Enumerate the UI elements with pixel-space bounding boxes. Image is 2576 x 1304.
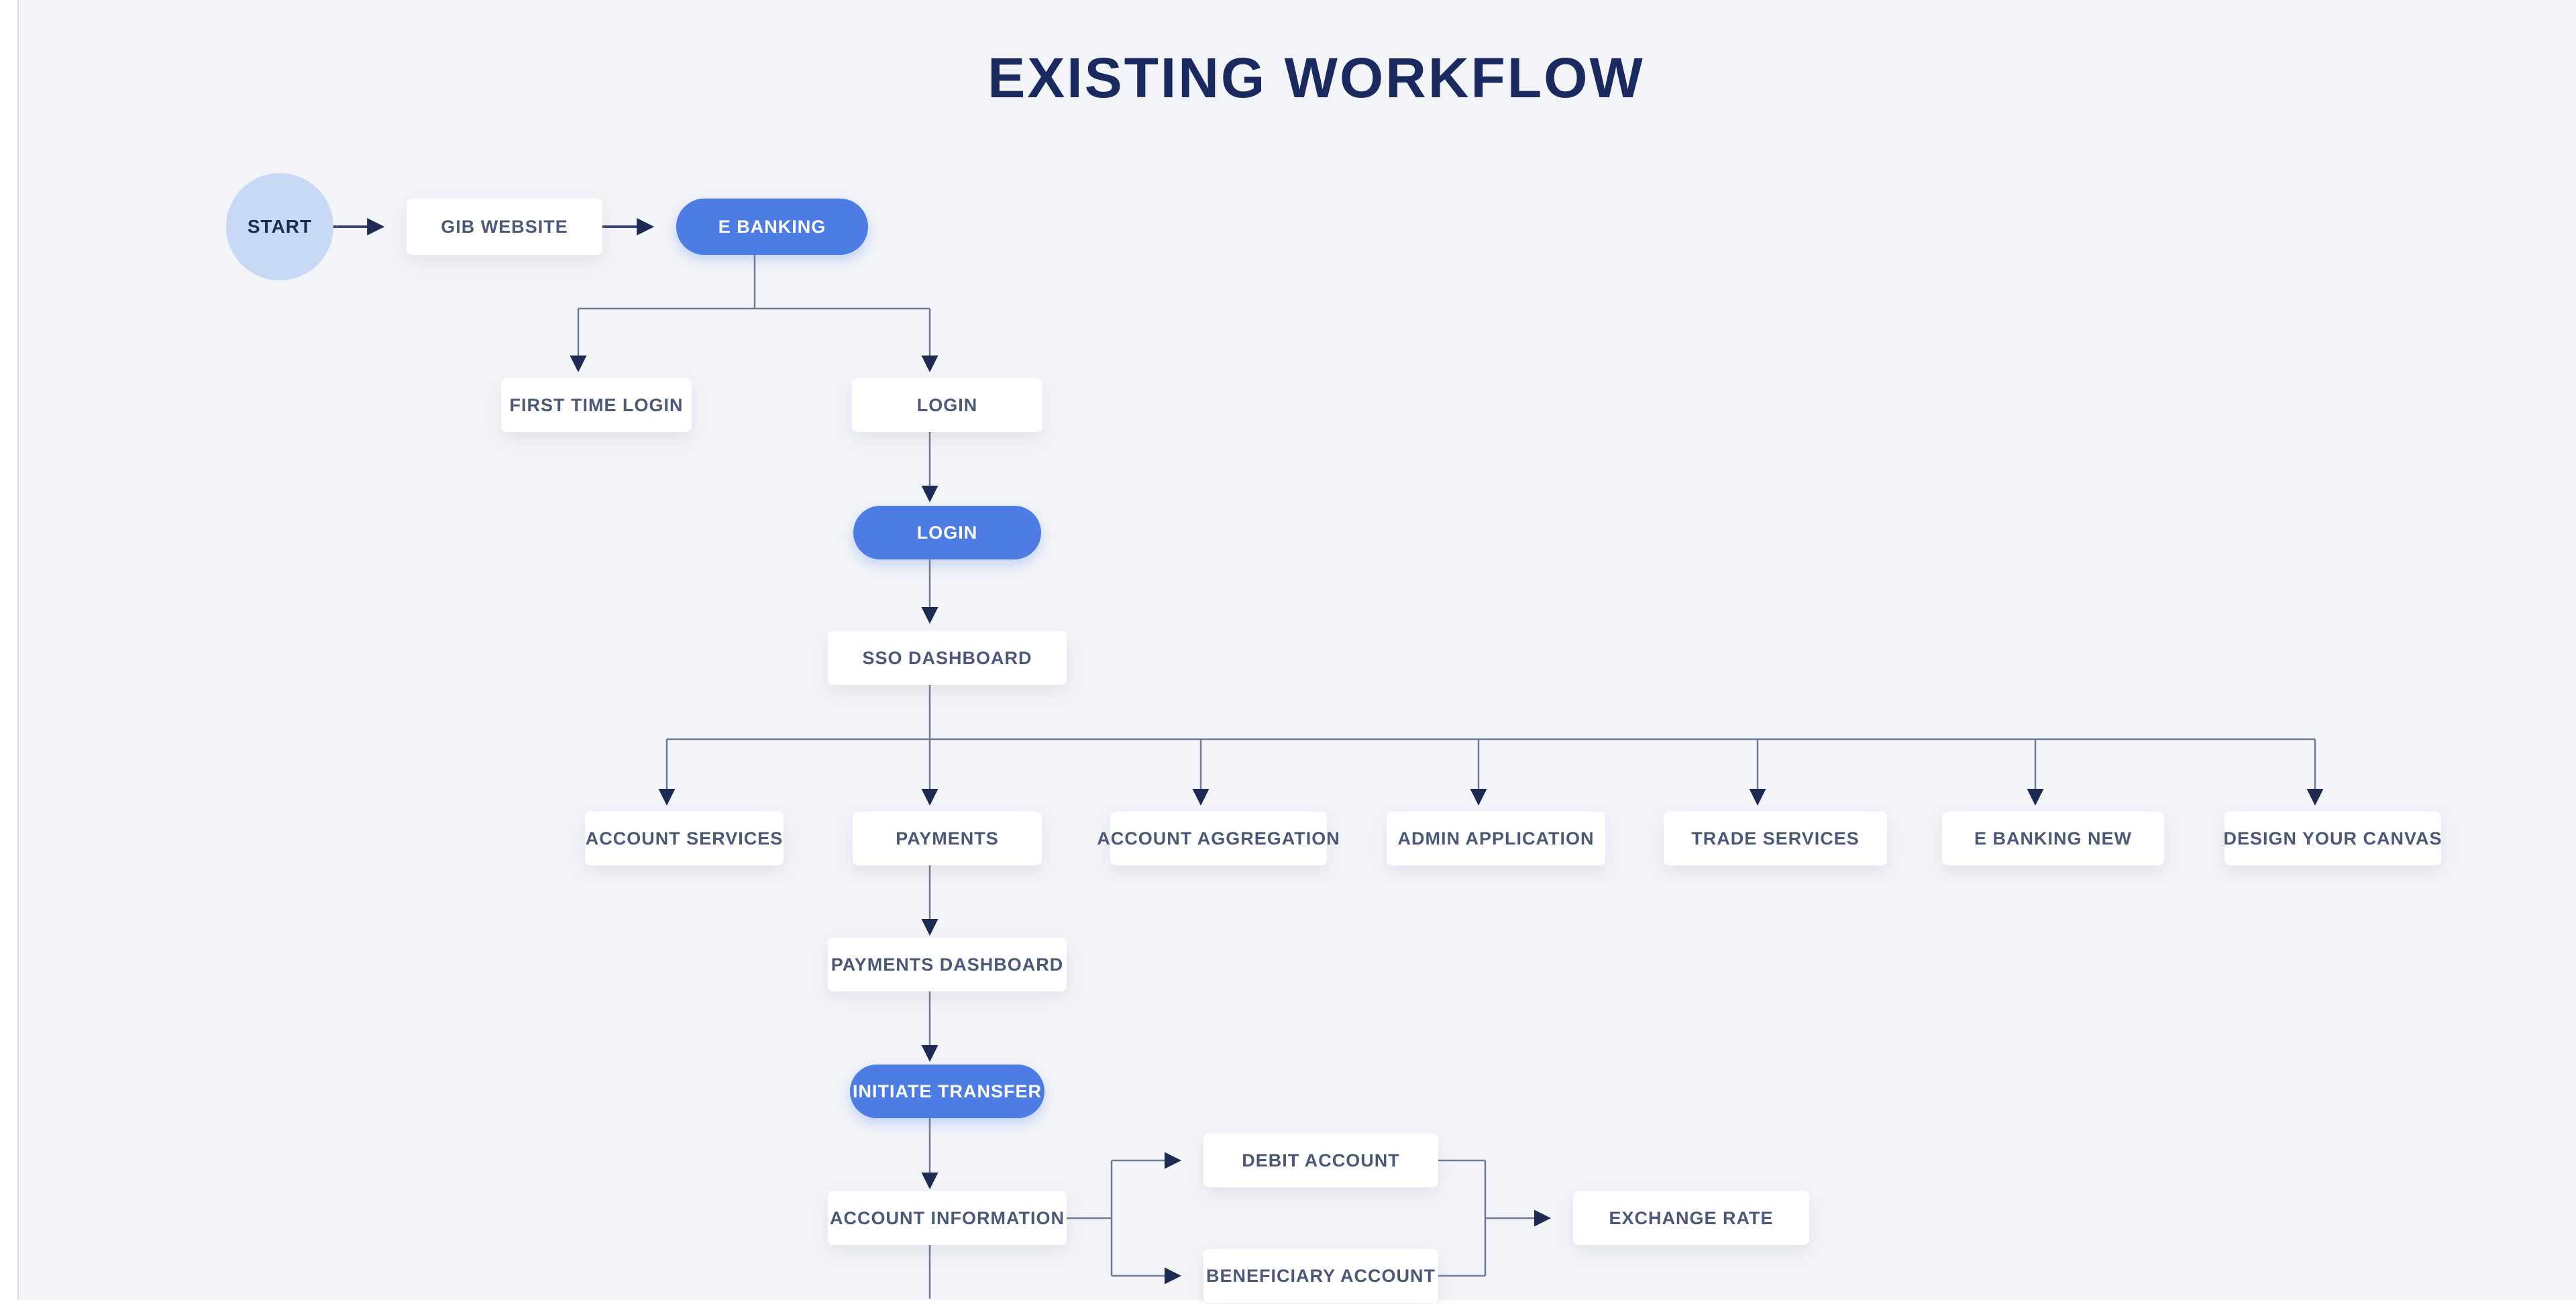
node-payments[interactable]: PAYMENTS [853,812,1042,865]
node-admin-application[interactable]: ADMIN APPLICATION [1387,812,1605,865]
diagram-canvas: EXISTING WORKFLOW [17,0,2576,1303]
node-e-banking-new-label: E BANKING NEW [1974,828,2132,849]
node-trade-services[interactable]: TRADE SERVICES [1664,812,1887,865]
node-beneficiary-account-label: BENEFICIARY ACCOUNT [1205,1265,1436,1286]
node-login-label: LOGIN [916,394,978,415]
node-gib-website[interactable]: GIB WEBSITE [407,199,602,255]
node-design-your-canvas-label: DESIGN YOUR CANVAS [2223,828,2443,849]
node-login-action[interactable]: LOGIN [853,506,1041,559]
node-e-banking-label: E BANKING [718,216,826,237]
node-exchange-rate-label: EXCHANGE RATE [1609,1207,1774,1228]
flow-connectors [317,218,2324,1299]
node-first-time-login[interactable]: FIRST TIME LOGIN [501,378,692,432]
node-initiate-transfer-label: INITIATE TRANSFER [853,1081,1042,1101]
node-payments-dashboard-label: PAYMENTS DASHBOARD [830,954,1064,975]
node-gib-website-label: GIB WEBSITE [441,216,568,237]
node-first-time-login-label: FIRST TIME LOGIN [509,394,684,415]
node-debit-account-label: DEBIT ACCOUNT [1242,1150,1400,1171]
node-payments-label: PAYMENTS [896,828,999,849]
node-account-information[interactable]: ACCOUNT INFORMATION [828,1191,1067,1245]
node-e-banking-new[interactable]: E BANKING NEW [1942,812,2164,865]
node-admin-application-label: ADMIN APPLICATION [1397,828,1595,849]
node-payments-dashboard[interactable]: PAYMENTS DASHBOARD [828,938,1067,991]
node-account-aggregation-label: ACCOUNT AGGREGATION [1097,828,1340,849]
node-account-information-label: ACCOUNT INFORMATION [830,1207,1065,1228]
node-account-services-label: ACCOUNT SERVICES [585,828,784,849]
node-debit-account[interactable]: DEBIT ACCOUNT [1203,1134,1438,1187]
page-title: EXISTING WORKFLOW [987,46,1645,110]
node-account-aggregation[interactable]: ACCOUNT AGGREGATION [1097,812,1340,865]
node-e-banking[interactable]: E BANKING [676,199,868,255]
node-beneficiary-account[interactable]: BENEFICIARY ACCOUNT [1203,1249,1438,1303]
node-sso-dashboard-label: SSO DASHBOARD [862,647,1032,668]
node-login-action-label: LOGIN [916,522,978,543]
node-account-services[interactable]: ACCOUNT SERVICES [585,812,784,865]
node-start[interactable]: START [226,173,333,280]
node-sso-dashboard[interactable]: SSO DASHBOARD [828,631,1067,685]
node-design-your-canvas[interactable]: DESIGN YOUR CANVAS [2223,812,2443,865]
node-initiate-transfer[interactable]: INITIATE TRANSFER [850,1065,1044,1118]
node-trade-services-label: TRADE SERVICES [1691,828,1860,849]
node-start-label: START [247,216,313,237]
node-login[interactable]: LOGIN [852,378,1042,432]
node-exchange-rate[interactable]: EXCHANGE RATE [1573,1191,1809,1245]
